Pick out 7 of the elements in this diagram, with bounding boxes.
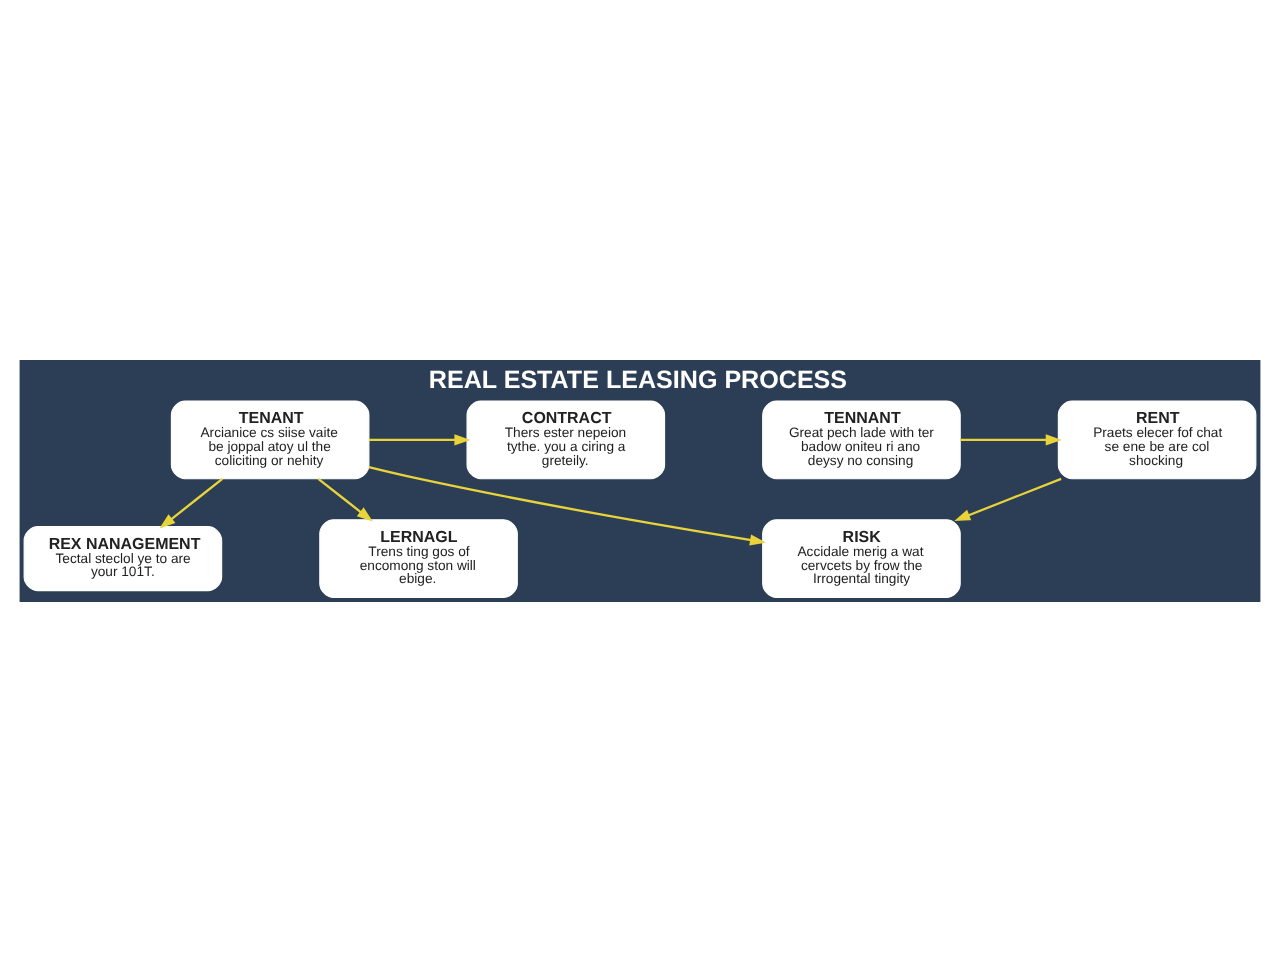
arrow [368, 465, 766, 545]
diagram-title: REAL ESTATE LEASING PROCESS [428, 365, 848, 394]
arrow [368, 433, 471, 445]
arrow [960, 433, 1062, 445]
arrow [317, 476, 373, 521]
arrow [954, 476, 1062, 520]
arrow [159, 476, 224, 528]
